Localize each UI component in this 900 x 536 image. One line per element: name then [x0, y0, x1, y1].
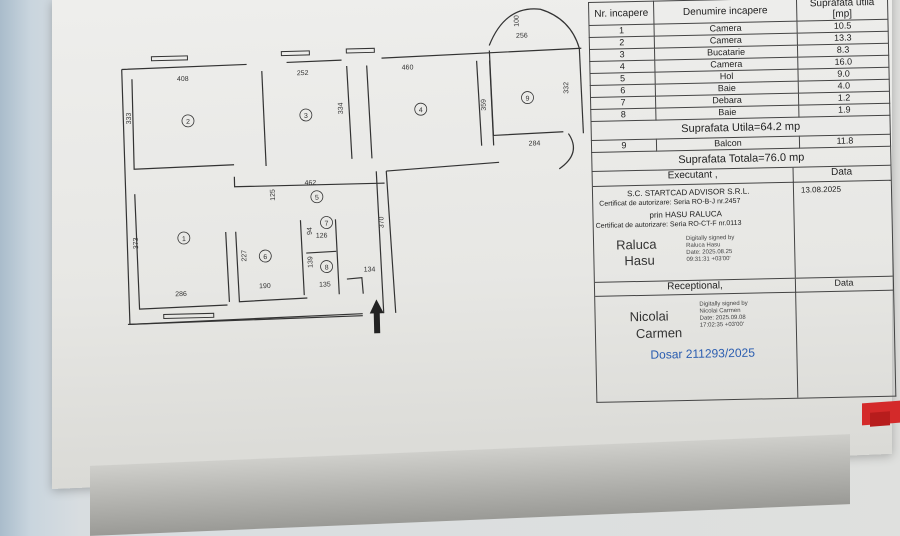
- digital-line: 17:02:35 +03'00': [699, 321, 745, 329]
- certificate-2: Certificat de autorizare: Seria RO-CT-F …: [595, 219, 742, 230]
- room-label-6: 6: [263, 254, 267, 261]
- inner-wall-6: [225, 231, 308, 303]
- digital-line: 09:31:31 +03'00': [686, 256, 731, 263]
- dim-126: 126: [316, 233, 328, 240]
- dim-373: 373: [133, 237, 140, 249]
- dim-334: 334: [338, 102, 345, 114]
- inner-wall-3-4: [346, 65, 373, 159]
- dim-408: 408: [177, 76, 189, 83]
- digital-signature-1: Digitally signed by Raluca Hasu Date: 20…: [686, 235, 735, 264]
- executant-block: Executant , Data 13.08.2025 S.C. STARTCA…: [591, 165, 897, 403]
- header-nr: Nr. incapere: [588, 1, 654, 26]
- inner-wall-corridor: [233, 176, 385, 188]
- room-label-3: 3: [304, 113, 308, 120]
- receptional-label: Receptional,: [594, 278, 797, 297]
- dim-94: 94: [307, 227, 314, 235]
- outer-wall-top: [121, 47, 582, 71]
- dim-227: 227: [241, 250, 248, 262]
- dim-333: 333: [126, 112, 133, 124]
- dim-135: 135: [319, 281, 331, 288]
- right-wing: [386, 161, 500, 172]
- signature-last-name: Hasu: [624, 252, 655, 269]
- dim-256: 256: [516, 33, 528, 40]
- dim-134: 134: [364, 266, 376, 273]
- room-label-1: 1: [182, 236, 186, 243]
- floor-plan: 408 252 460 256 100 333 334 359 332 284 …: [121, 8, 584, 334]
- dosar-number: Dosar 211293/2025: [650, 345, 756, 362]
- header-area: Suprafata utila [mp]: [796, 0, 888, 22]
- dim-284: 284: [529, 140, 541, 147]
- dim-332: 332: [563, 82, 570, 94]
- dim-100: 100: [513, 15, 520, 27]
- room-label-4: 4: [419, 107, 423, 114]
- room-label-7: 7: [325, 220, 329, 227]
- dim-252: 252: [297, 70, 309, 77]
- receptional-sig-first: Nicolai: [629, 308, 669, 325]
- signature-first-name: Raluca: [615, 236, 657, 253]
- room-markers: [177, 91, 534, 273]
- corridor-right: [375, 171, 397, 314]
- room-label-2: 2: [186, 119, 190, 126]
- dim-125: 125: [270, 189, 277, 201]
- receptional-date-label: Data: [794, 276, 894, 293]
- executant-date-label: Data: [792, 165, 891, 183]
- area-table-block: Nr. incapere Denumire incapere Suprafata…: [588, 0, 897, 403]
- inner-wall-1: [134, 194, 228, 310]
- room-label-9: 9: [526, 96, 530, 103]
- company-name: S.C. STARTCAD ADVISOR S.R.L.: [626, 186, 750, 199]
- dim-462: 462: [304, 180, 316, 187]
- dim-190: 190: [259, 283, 271, 290]
- balcony-walls: [488, 50, 564, 137]
- executant-label: Executant ,: [592, 167, 794, 187]
- entrance-arrow: [369, 299, 384, 334]
- red-folder-tab-corner: [870, 411, 890, 427]
- balcony-outer: [578, 48, 584, 134]
- balcony-arc-top: [488, 8, 580, 49]
- receptional-sig-last: Carmen: [635, 325, 683, 342]
- balcony-arc-bottom: [558, 133, 575, 170]
- executant-date: 13.08.2025: [800, 184, 842, 195]
- inner-wall-7-8: [299, 219, 340, 296]
- digital-signature-2: Digitally signed by Nicolai Carmen Date:…: [699, 301, 748, 330]
- dim-370: 370: [378, 216, 385, 228]
- header-name: Denumire incapere: [653, 0, 797, 25]
- inner-wall-2-3: [261, 71, 267, 167]
- window-marks: [150, 47, 375, 320]
- dim-286: 286: [175, 291, 187, 298]
- by-name: prin HASU RALUCA: [649, 209, 723, 220]
- inner-wall-left-top: [131, 79, 235, 170]
- room-label-5: 5: [315, 195, 319, 202]
- dim-460: 460: [402, 64, 414, 71]
- dim-359: 359: [481, 99, 488, 111]
- dim-139: 139: [307, 256, 314, 268]
- room-label-8: 8: [325, 264, 329, 271]
- certificate-1: Certificat de autorizare: Seria RO-B-J n…: [599, 197, 741, 208]
- inner-wall-4-right: [475, 60, 495, 146]
- bottom-wall: [127, 313, 363, 326]
- entry-step: [346, 277, 364, 294]
- area-table: Nr. incapere Denumire incapere Suprafata…: [588, 0, 891, 172]
